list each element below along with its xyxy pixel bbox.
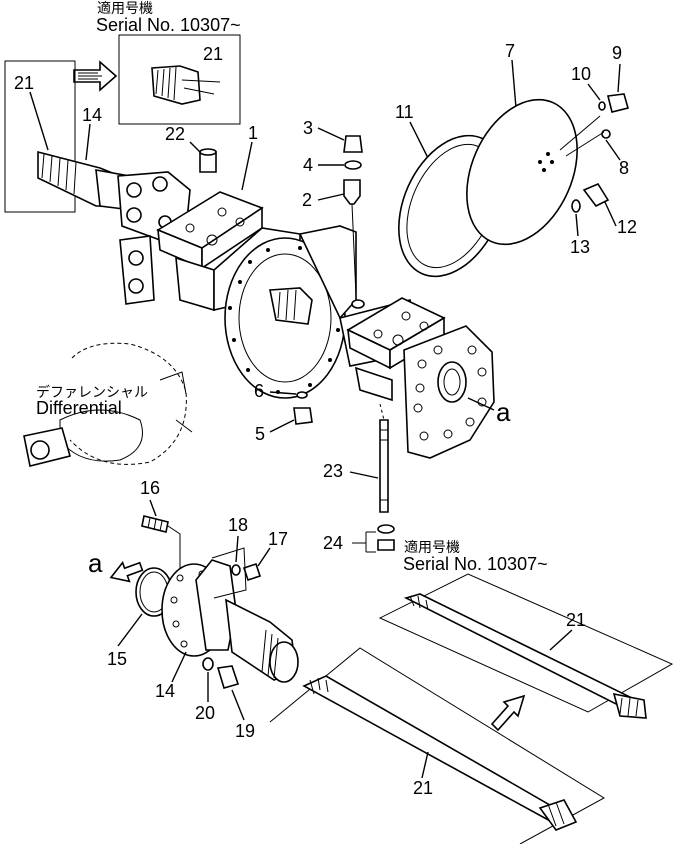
inset-box-top	[118, 34, 241, 125]
applicable-header-bottom: 適用号機	[404, 539, 460, 555]
part-21-label-inset: 21	[203, 44, 223, 64]
part-21-label-left: 21	[14, 73, 34, 93]
part-17-label: 17	[268, 529, 288, 549]
serial-label-bottom: Serial No. 10307~	[403, 554, 548, 574]
part-12-label: 12	[617, 217, 637, 237]
part-14-label-top: 14	[82, 105, 102, 125]
axle-housing-1: 1	[156, 123, 511, 459]
part-21-label-new: 21	[566, 610, 586, 630]
part-13-label: 13	[570, 237, 590, 257]
part-18-label: 18	[228, 515, 248, 535]
part-21-label-old: 21	[413, 778, 433, 798]
serial-label-top: Serial No. 10307~	[96, 15, 241, 35]
part-3-label: 3	[303, 118, 313, 138]
differential-assembly: デファレンシャル Differential	[23, 342, 193, 467]
part-7-label: 7	[505, 41, 515, 61]
part-5-label: 5	[255, 424, 265, 444]
stud-and-nut: 23 24 適用号機 Serial No. 10307~	[323, 403, 548, 574]
part-11-label: 11	[395, 102, 414, 122]
part-8-label: 8	[619, 158, 629, 178]
part-24-label: 24	[323, 533, 343, 553]
breather-parts: 3 4 2	[302, 118, 363, 297]
differential-label-jp: デファレンシャル	[36, 384, 148, 400]
ref-a-right: a	[496, 397, 511, 427]
serial-variant-inset-top: 適用号機 Serial No. 10307~ 21	[96, 0, 241, 125]
long-shaft-variant-new: 21	[378, 573, 674, 719]
differential-label-en: Differential	[36, 398, 122, 418]
part-20-label: 20	[195, 703, 215, 723]
left-shaft-assembly: 21 14	[4, 60, 191, 305]
applicable-header-top: 適用号機	[97, 0, 153, 16]
ref-a-lower: a	[88, 548, 103, 578]
part-19-label: 19	[235, 721, 255, 741]
leader-21-left	[29, 91, 49, 151]
part-15-label: 15	[107, 649, 127, 669]
short-shaft-21-icon	[151, 65, 221, 105]
part-2-label: 2	[302, 190, 312, 210]
inset-box-long-new	[378, 573, 674, 713]
part-10-label: 10	[571, 64, 591, 84]
part-22-label: 22	[165, 124, 185, 144]
long-shaft-variant-old: 21	[269, 647, 605, 844]
part-6-label: 6	[254, 381, 264, 401]
cover-7: 7	[466, 41, 578, 246]
part-4-label: 4	[303, 155, 313, 175]
part-16-label: 16	[140, 478, 160, 498]
plug-22: 22	[165, 124, 217, 173]
variant-arrow-bottom	[490, 694, 526, 732]
drain-parts: 6 5	[254, 381, 313, 444]
part-14-label-lower: 14	[155, 681, 175, 701]
variant-arrow-top	[73, 60, 118, 92]
lower-hub-assembly: 16 a 15 14 18 17 20 19	[88, 478, 299, 741]
part-9-label: 9	[612, 43, 622, 63]
cover-fasteners: 9 10 8 12 13	[559, 43, 637, 257]
part-1-label: 1	[248, 123, 258, 143]
left-inset-box	[4, 60, 76, 213]
part-23-label: 23	[323, 461, 343, 481]
leader-14-top	[85, 123, 91, 161]
